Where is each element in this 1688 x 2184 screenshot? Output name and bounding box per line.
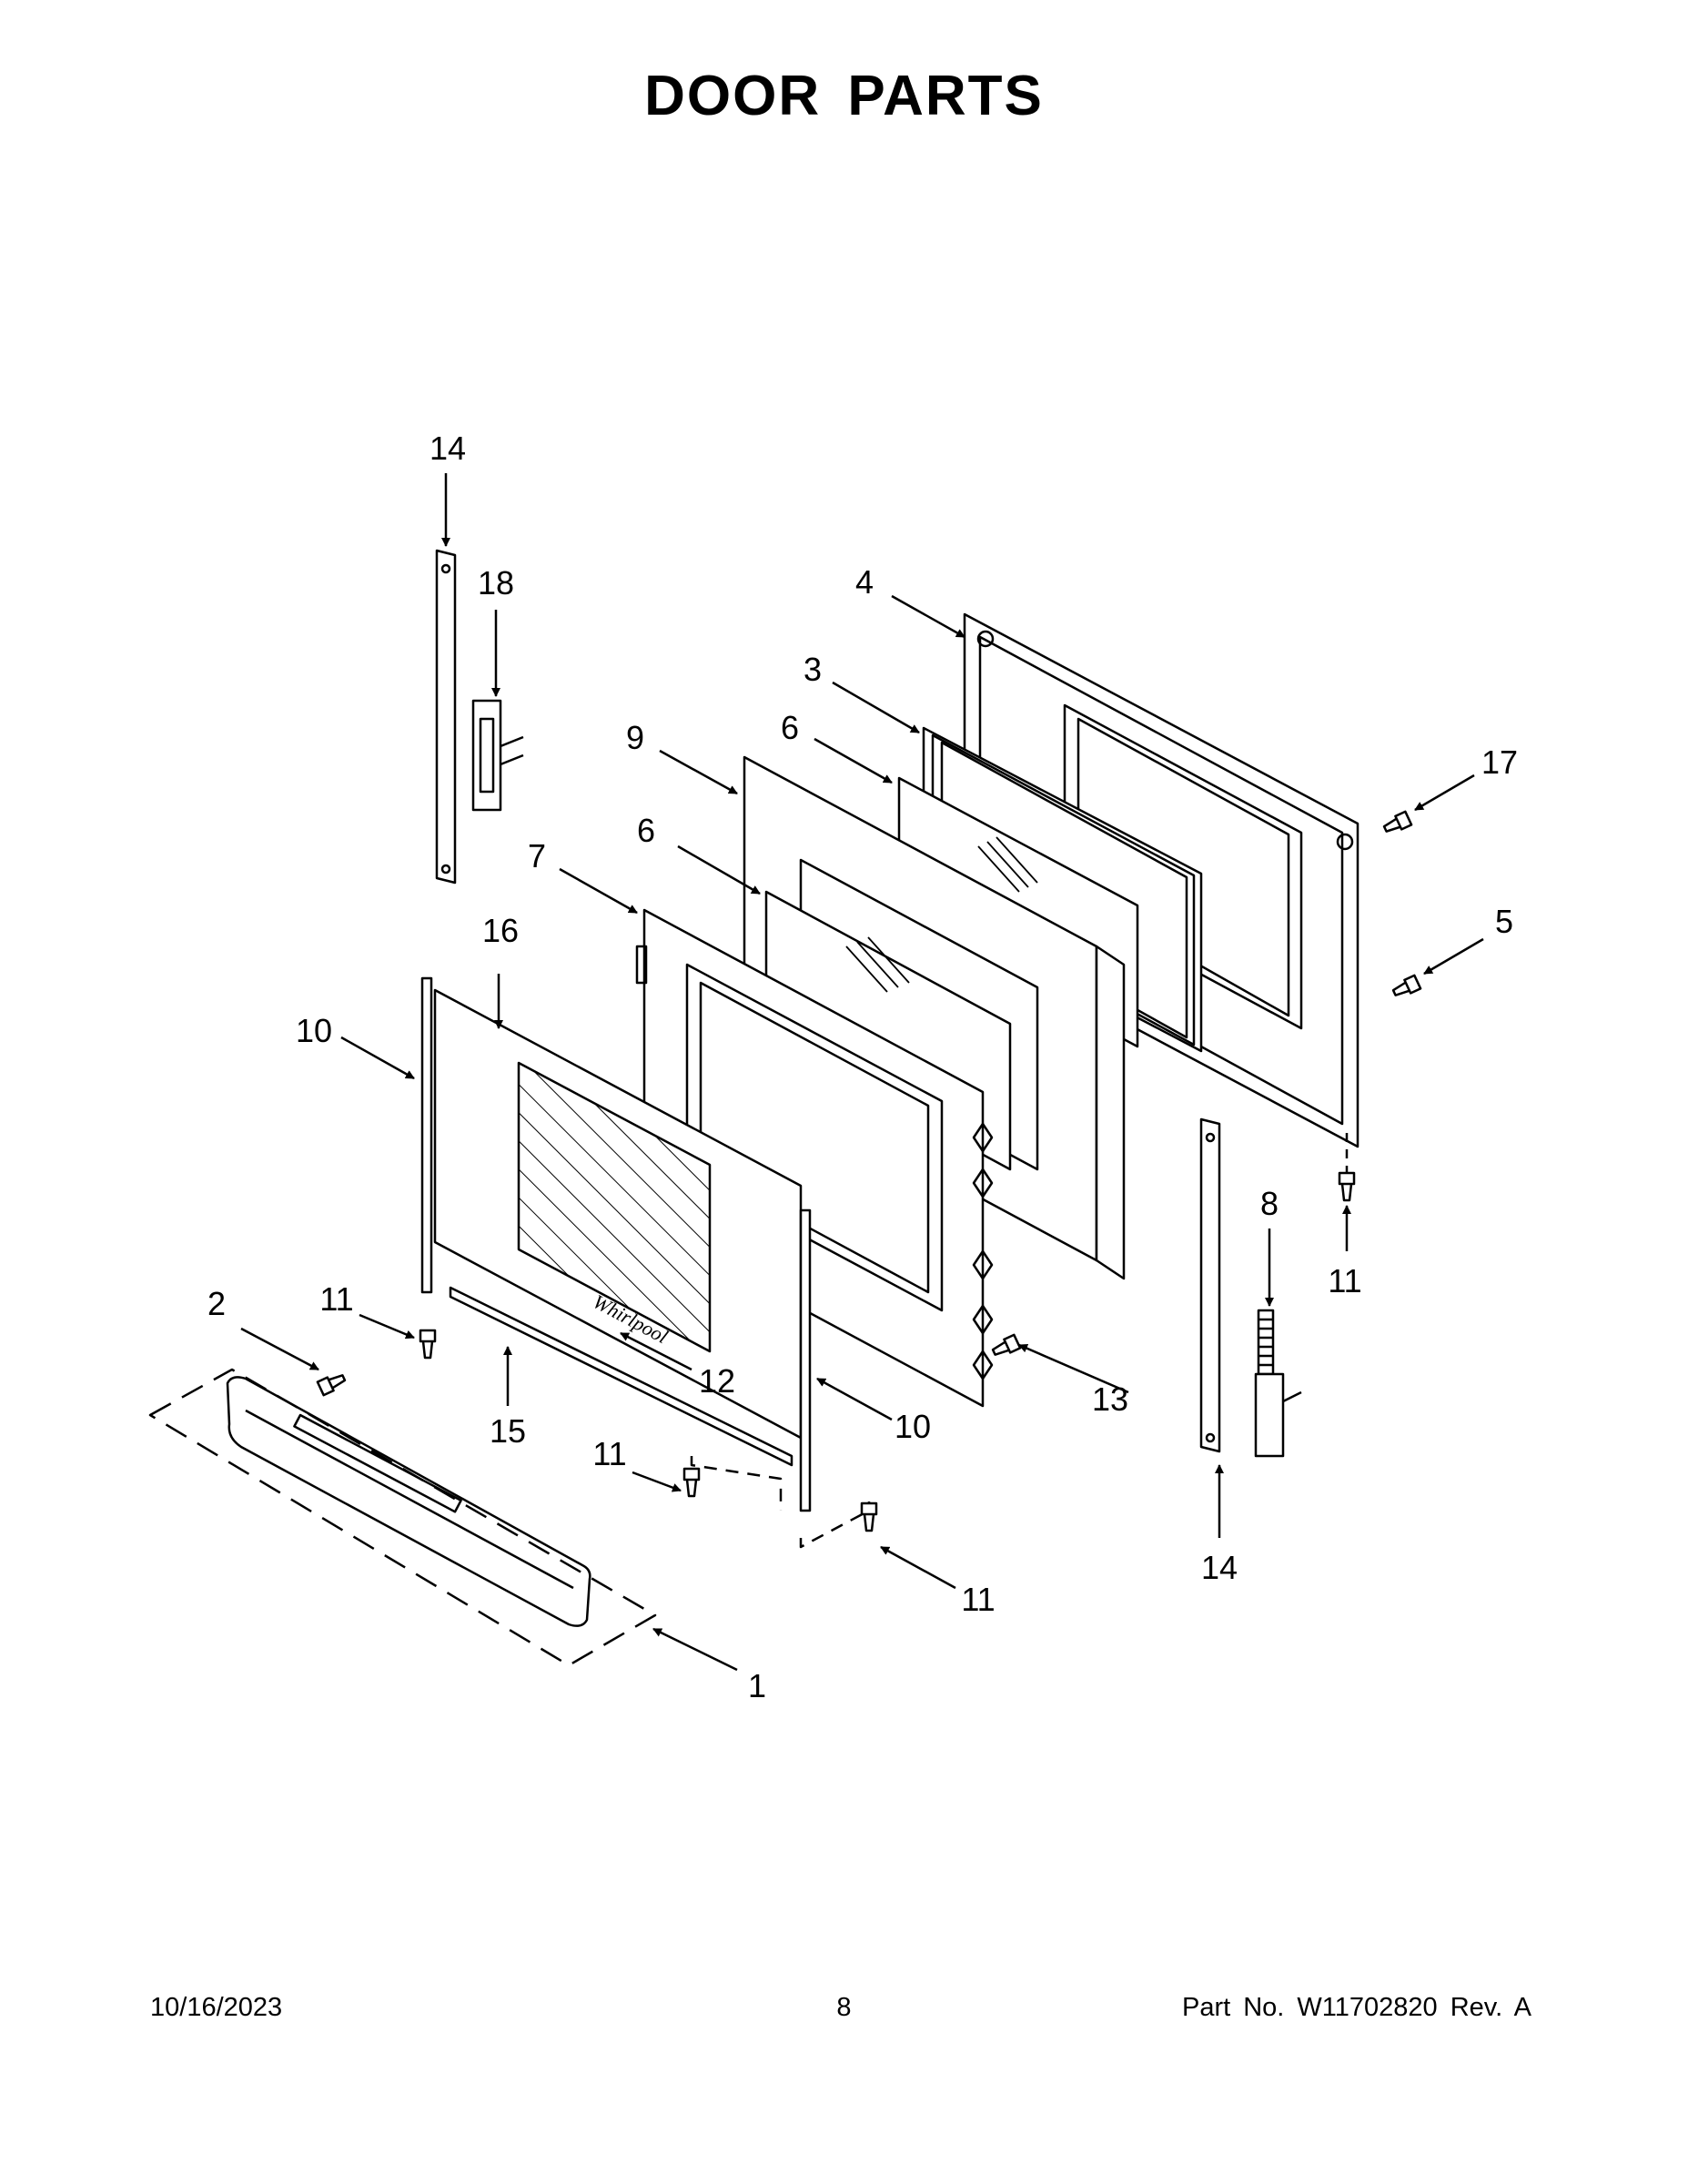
callout-number: 15 [490, 1412, 526, 1450]
screw-icon [991, 1333, 1022, 1356]
leader-arrow [632, 1471, 682, 1492]
leader-arrow [832, 681, 920, 734]
leader-arrow [1414, 774, 1475, 812]
leader-arrow [814, 737, 893, 784]
callout-number: 1 [748, 1667, 766, 1704]
door-handle [226, 1376, 591, 1627]
callout-number: 12 [699, 1362, 735, 1400]
screw-icon [316, 1374, 347, 1397]
leader-arrow [240, 1327, 319, 1371]
callout-number: 11 [1328, 1262, 1361, 1299]
callout-number: 9 [626, 719, 644, 756]
callout-number: 16 [482, 912, 519, 949]
callout-number: 2 [207, 1285, 226, 1322]
callout-number: 10 [895, 1408, 931, 1445]
leader-arrow [659, 749, 738, 795]
handle-dashed-outline [148, 1368, 657, 1667]
screw-icon [682, 1467, 701, 1498]
hinge-channel-left [435, 549, 457, 885]
callout-number: 14 [1201, 1549, 1238, 1586]
side-trim-left [420, 976, 433, 1294]
hinge-receiver-18 [471, 699, 524, 812]
callout-number: 14 [430, 430, 466, 467]
callout-number: 11 [961, 1581, 995, 1618]
callout-number: 11 [319, 1280, 353, 1318]
leader-arrow [652, 1627, 738, 1672]
leader-arrow [559, 867, 638, 915]
leader-arrow [359, 1313, 415, 1340]
callout-number: 7 [528, 837, 546, 875]
footer-page-number: 8 [836, 1993, 852, 2022]
leader-arrow [880, 1545, 956, 1590]
leader-arrow [677, 844, 761, 895]
leader-arrow [340, 1036, 415, 1080]
screw-icon [860, 1502, 878, 1532]
callout-number: 13 [1092, 1380, 1128, 1418]
footer-part-number: Part No. W11702820 Rev. A [1181, 1993, 1531, 2022]
hinge-8 [1254, 1309, 1302, 1458]
callout-number: 17 [1481, 743, 1518, 781]
callout-number: 3 [804, 651, 822, 688]
bottom-trim [449, 1286, 793, 1467]
leader-arrow [1423, 937, 1484, 976]
callout-number: 6 [781, 709, 799, 746]
callout-number: 6 [637, 812, 655, 849]
callout-number: 10 [296, 1012, 332, 1049]
leader-arrow [816, 1377, 893, 1421]
side-trim-right [799, 1208, 812, 1512]
callout-number: 8 [1260, 1185, 1279, 1222]
screw-icon [1338, 1171, 1356, 1202]
callout-number: 18 [478, 564, 514, 602]
callout-number: 4 [855, 563, 874, 601]
leader-arrow [891, 594, 965, 639]
screw-icon [1382, 810, 1413, 833]
leader-arrow [1018, 1343, 1129, 1394]
screw-icon [419, 1329, 437, 1360]
leader-arrow [620, 1331, 692, 1371]
page-title: DOOR PARTS [644, 65, 1044, 127]
screw-icon [1391, 974, 1422, 996]
callout-number: 11 [592, 1435, 626, 1472]
mount-dashed-path-left [690, 1456, 783, 1511]
hinge-channel-right [1199, 1117, 1221, 1453]
footer-date: 10/16/2023 [150, 1993, 283, 2022]
callout-number: 5 [1495, 903, 1513, 940]
